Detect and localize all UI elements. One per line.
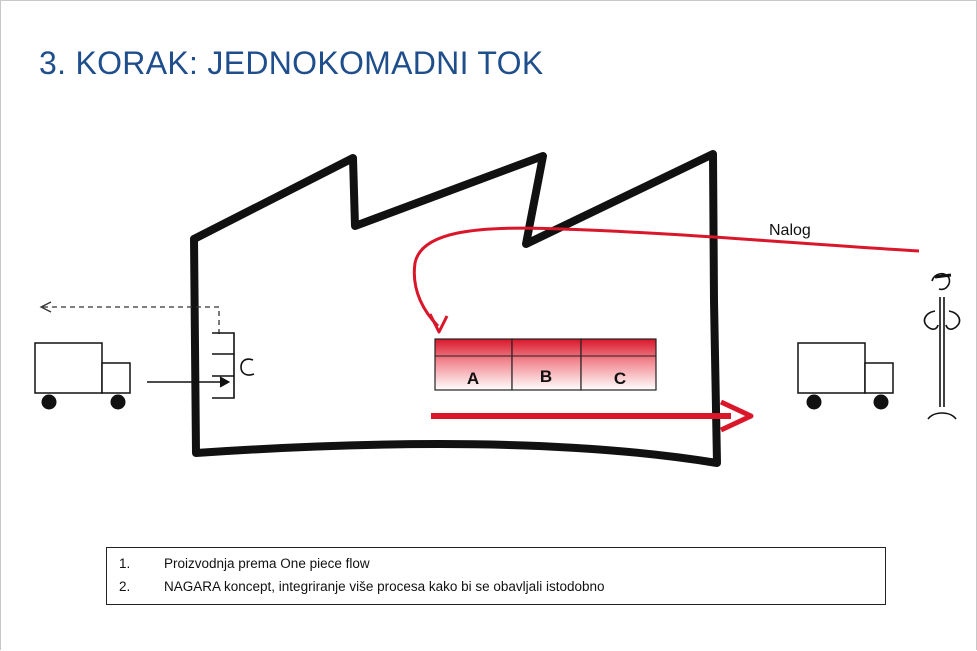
order-arrowhead [428,313,449,334]
flow-arrow [431,399,754,433]
notes-box: 1. Proizvodnja prema One piece flow 2. NAG… [106,547,886,605]
slide-title: 3. KORAK: JEDNOKOMADNI TOK [39,45,544,81]
customer-truck-icon [797,342,894,410]
customer-person-icon [923,272,961,420]
inbound-arrow [147,376,231,388]
station-a-label: A [467,369,479,388]
factory-outline [190,150,721,467]
station-b-label: B [540,367,552,386]
note-text: Proizvodnja prema One piece flow [164,556,370,571]
note-item: 2. NAGARA koncept, integriranje više proc… [119,579,605,594]
order-flow-line [412,226,920,328]
supplier-truck-icon [34,342,131,410]
process-cells: A B C [434,338,657,391]
station-c-cell [580,338,657,391]
note-number: 1. [119,556,131,571]
withdrawal-dashed-arrow [39,301,220,334]
note-number: 2. [119,579,131,594]
station-b-cell [511,338,582,391]
order-label: Nalog [769,222,811,239]
note-text: NAGARA koncept, integriranje više proces… [164,579,605,594]
station-c-label: C [614,369,626,388]
supermarket-icon [212,332,255,399]
note-item: 1. Proizvodnja prema One piece flow [119,556,370,571]
